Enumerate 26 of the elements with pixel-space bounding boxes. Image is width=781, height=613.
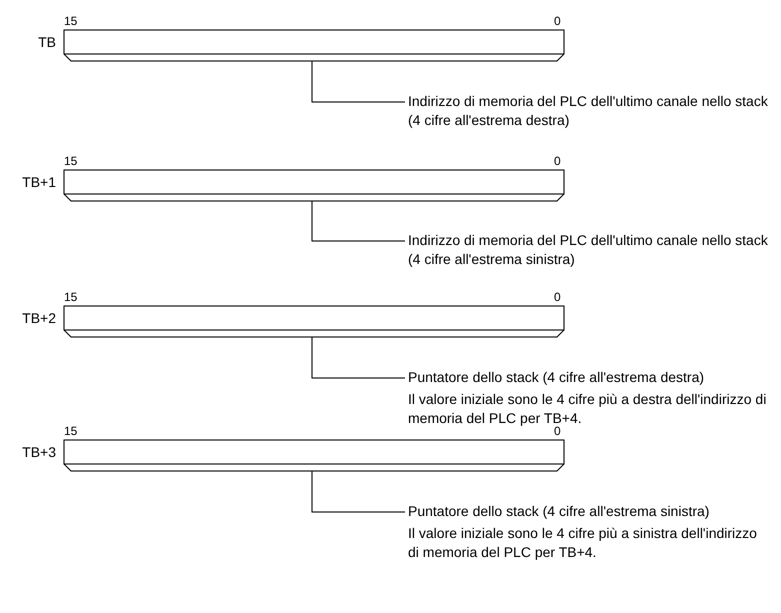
register-label: TB+1 xyxy=(22,173,56,192)
leader-line xyxy=(312,470,406,512)
leader-line xyxy=(312,200,406,242)
register-box xyxy=(64,170,564,202)
leader-line xyxy=(312,336,406,378)
description-text: Puntatore dello stack (4 cifre all'estrema sinistra) xyxy=(408,502,768,521)
note-text: Il valore iniziale sono le 4 cifre più a sinistra dell'indirizzo di memoria del PLC per TB+4. xyxy=(408,524,758,562)
bit-number: 0 xyxy=(554,290,561,304)
note-text: Il valore iniziale sono le 4 cifre più a destra dell'indirizzo di memoria del PLC per TB+4. xyxy=(408,390,768,426)
register-box xyxy=(64,30,564,62)
register-label: TB xyxy=(38,33,56,52)
description-text: Puntatore dello stack (4 cifre all'estrema destra) xyxy=(408,368,768,387)
register-box xyxy=(64,306,564,338)
bit-number: 15 xyxy=(64,154,78,168)
description-text: Indirizzo di memoria del PLC dell'ultimo canale nello stack (4 cifre all'estrema sinistra) xyxy=(408,231,768,269)
leader-line xyxy=(312,60,406,102)
register-label: TB+2 xyxy=(22,309,56,328)
bit-number: 0 xyxy=(554,14,561,28)
bit-number: 15 xyxy=(64,14,78,28)
bit-number: 0 xyxy=(554,154,561,168)
register-label: TB+3 xyxy=(22,443,56,462)
bit-number: 15 xyxy=(64,424,78,438)
description-text: Indirizzo di memoria del PLC dell'ultimo canale nello stack (4 cifre all'estrema destra) xyxy=(408,92,768,130)
bit-number: 0 xyxy=(554,424,561,438)
register-box xyxy=(64,440,564,472)
bit-number: 15 xyxy=(64,290,78,304)
